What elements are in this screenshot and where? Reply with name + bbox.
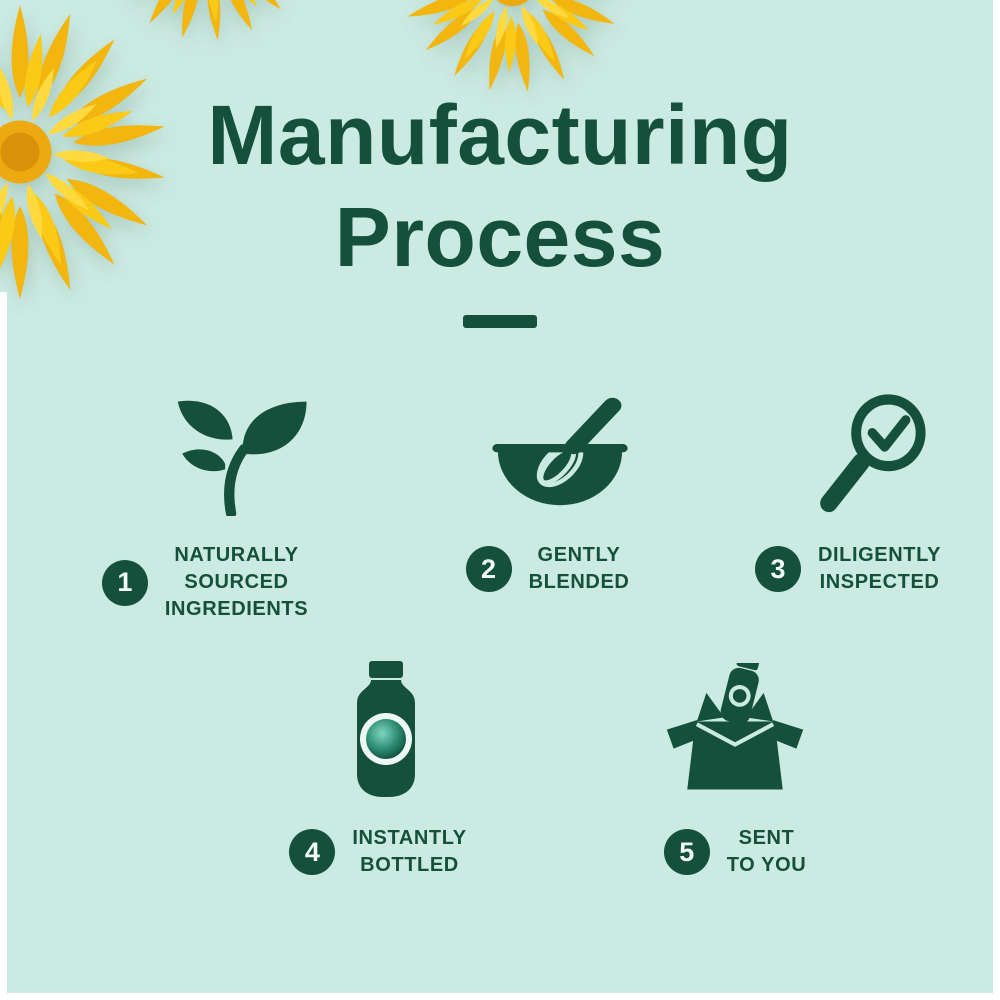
page-title-line1: Manufacturing (207, 88, 793, 182)
step-5-label-line2: TO YOU (726, 854, 807, 876)
step-3-label-line2: INSPECTED (819, 571, 940, 593)
step-2-label-line2: BLENDED (528, 571, 630, 593)
title-underline (463, 314, 537, 328)
magnifier-check-icon (820, 394, 926, 513)
step-4-icon-wrap (228, 655, 528, 799)
supplement-bottle-icon (357, 661, 415, 797)
page-title: Manufacturing Process (0, 84, 1000, 328)
step-5-meta: 5 SENT TO YOU (585, 825, 885, 879)
process-step-2: 2 GENTLY BLENDED (400, 372, 695, 596)
step-3-meta: 3 DILIGENTLY INSPECTED (698, 542, 998, 596)
bottom-frame-edge (0, 993, 1000, 1000)
step-2-icon-wrap (400, 372, 695, 516)
right-frame-edge (993, 0, 1000, 1000)
step-2-label: GENTLY BLENDED (529, 542, 630, 596)
sprout-leaves-icon (177, 400, 307, 516)
dandelion-flower-top-left (0, 2, 170, 302)
step-1-label-line2: SOURCED (184, 571, 289, 593)
step-1-icon-wrap (55, 372, 355, 516)
step-5-label: SENT TO YOU (727, 825, 807, 879)
step-2-label-line1: GENTLY (537, 544, 621, 566)
process-step-5: 5 SENT TO YOU (585, 655, 885, 879)
step-3-number-badge: 3 (754, 546, 801, 592)
step-4-label-line2: BOTTLED (360, 854, 459, 876)
step-1-meta: 1 NATURALLY SOURCED INGREDIENTS (55, 542, 355, 623)
step-1-label-line1: NATURALLY (174, 544, 299, 566)
step-1-number-badge: 1 (101, 559, 148, 606)
step-5-number-badge: 5 (663, 829, 710, 875)
left-frame-edge (0, 292, 7, 1000)
step-4-label: INSTANTLY BOTTLED (352, 825, 466, 879)
process-step-3: 3 DILIGENTLY INSPECTED (698, 372, 998, 596)
step-4-label-line1: INSTANTLY (352, 827, 467, 849)
process-step-4: 4 INSTANTLY BOTTLED (228, 655, 528, 879)
step-1-label-line3: INGREDIENTS (164, 598, 309, 620)
step-4-number-badge: 4 (289, 829, 336, 875)
page-title-line2: Process (334, 190, 666, 285)
process-step-1: 1 NATURALLY SOURCED INGREDIENTS (55, 372, 355, 623)
step-1-label: NATURALLY SOURCED INGREDIENTS (165, 542, 308, 623)
step-3-label: DILIGENTLY INSPECTED (818, 542, 941, 596)
step-3-label-line1: DILIGENTLY (817, 544, 942, 566)
whisk-bowl-icon (491, 397, 628, 506)
step-5-icon-wrap (585, 655, 885, 799)
step-2-meta: 2 GENTLY BLENDED (400, 542, 695, 596)
step-2-number-badge: 2 (465, 546, 512, 592)
step-4-meta: 4 INSTANTLY BOTTLED (228, 825, 528, 879)
step-3-icon-wrap (698, 372, 998, 516)
shipping-box-icon (666, 663, 804, 790)
step-5-label-line1: SENT (738, 827, 795, 849)
